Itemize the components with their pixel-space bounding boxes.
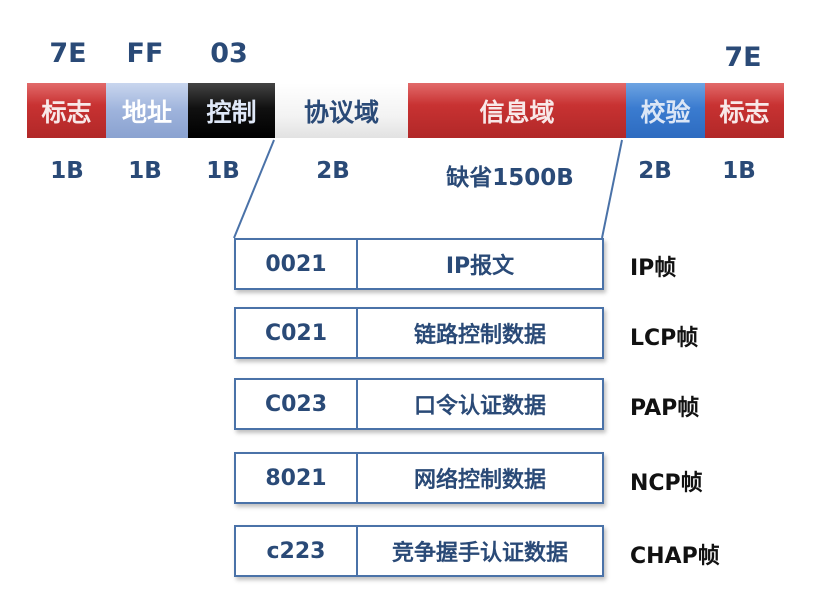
protocol-desc: 竞争握手认证数据 [391, 541, 568, 566]
field-information: 信息域 [408, 83, 626, 138]
protocol-desc: IP报文 [445, 254, 515, 279]
size-address: 1B [128, 158, 162, 184]
frame-type: CHAP帧 [630, 544, 720, 569]
protocol-code: 8021 [236, 454, 358, 502]
size-flag-end: 1B [722, 158, 756, 184]
table-row: C021 链路控制数据 [234, 307, 604, 359]
frame-type: PAP帧 [630, 396, 700, 421]
protocol-code: 0021 [236, 240, 358, 288]
protocol-desc: 口令认证数据 [413, 394, 546, 419]
frame-type: NCP帧 [630, 471, 703, 496]
size-flag-start: 1B [50, 158, 84, 184]
protocol-desc: 网络控制数据 [413, 468, 546, 493]
size-protocol: 2B [316, 158, 350, 184]
protocol-code: C021 [236, 309, 358, 357]
field-flag-end: 标志 [705, 83, 784, 138]
field-checksum: 校验 [626, 83, 705, 138]
protocol-code: c223 [236, 527, 358, 575]
protocol-desc: 链路控制数据 [413, 323, 546, 348]
field-flag-start: 标志 [27, 83, 106, 138]
hex-address: FF [126, 38, 164, 69]
size-control: 1B [206, 158, 240, 184]
field-protocol: 协议域 [275, 83, 408, 138]
table-row: C023 口令认证数据 [234, 378, 604, 430]
size-checksum: 2B [638, 158, 672, 184]
field-control: 控制 [188, 83, 275, 138]
hex-flag-end: 7E [724, 42, 762, 73]
hex-control: 03 [210, 38, 248, 69]
protocol-code: C023 [236, 380, 358, 428]
table-row: 0021 IP报文 [234, 238, 604, 290]
size-information: 缺省1500B [446, 165, 574, 191]
frame-type: LCP帧 [630, 326, 699, 351]
table-row: c223 竞争握手认证数据 [234, 525, 604, 577]
table-row: 8021 网络控制数据 [234, 452, 604, 504]
frame-type: IP帧 [630, 256, 677, 281]
hex-flag-start: 7E [49, 38, 87, 69]
field-address: 地址 [106, 83, 188, 138]
